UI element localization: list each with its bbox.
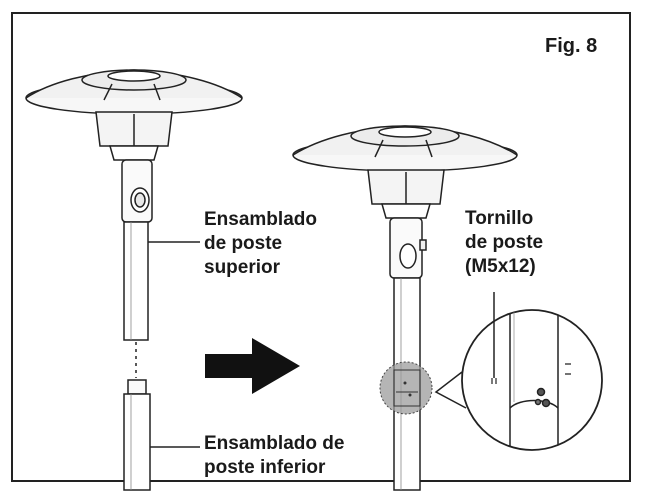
left-reflector-top: [107, 70, 161, 82]
right-reflector-top: [378, 126, 432, 138]
right-arrow-icon: [205, 338, 300, 394]
lower-pole-label-line-1: Ensamblado de: [204, 433, 345, 454]
lower-pole-label: Ensamblado de poste inferior: [204, 432, 344, 480]
upper-pole-label-line-3: superior: [204, 257, 281, 278]
screw-label-line-2: de poste: [465, 232, 544, 253]
screw-label-line-3: (M5x12): [465, 256, 536, 277]
upper-pole-label-line-2: de poste: [204, 233, 283, 254]
upper-pole-label-line-1: Ensamblado: [204, 209, 317, 230]
left-upper-pole: [123, 221, 149, 341]
left-lower-pole: [123, 393, 151, 491]
figure-title: Fig. 8: [545, 35, 598, 57]
zoom-callout-icon: [434, 309, 603, 451]
right-control-knob: [399, 243, 417, 269]
lower-pole-label-line-2: poste inferior: [204, 457, 326, 478]
figure-frame: [11, 12, 631, 482]
joint-highlight: [379, 361, 433, 415]
left-heater: [25, 69, 243, 491]
left-lower-pole-collar: [127, 379, 147, 395]
upper-pole-label: Ensamblado de poste superior: [204, 208, 317, 280]
screw-label: Tornillo de poste (M5x12): [465, 207, 543, 279]
screw-label-line-1: Tornillo: [465, 208, 534, 229]
